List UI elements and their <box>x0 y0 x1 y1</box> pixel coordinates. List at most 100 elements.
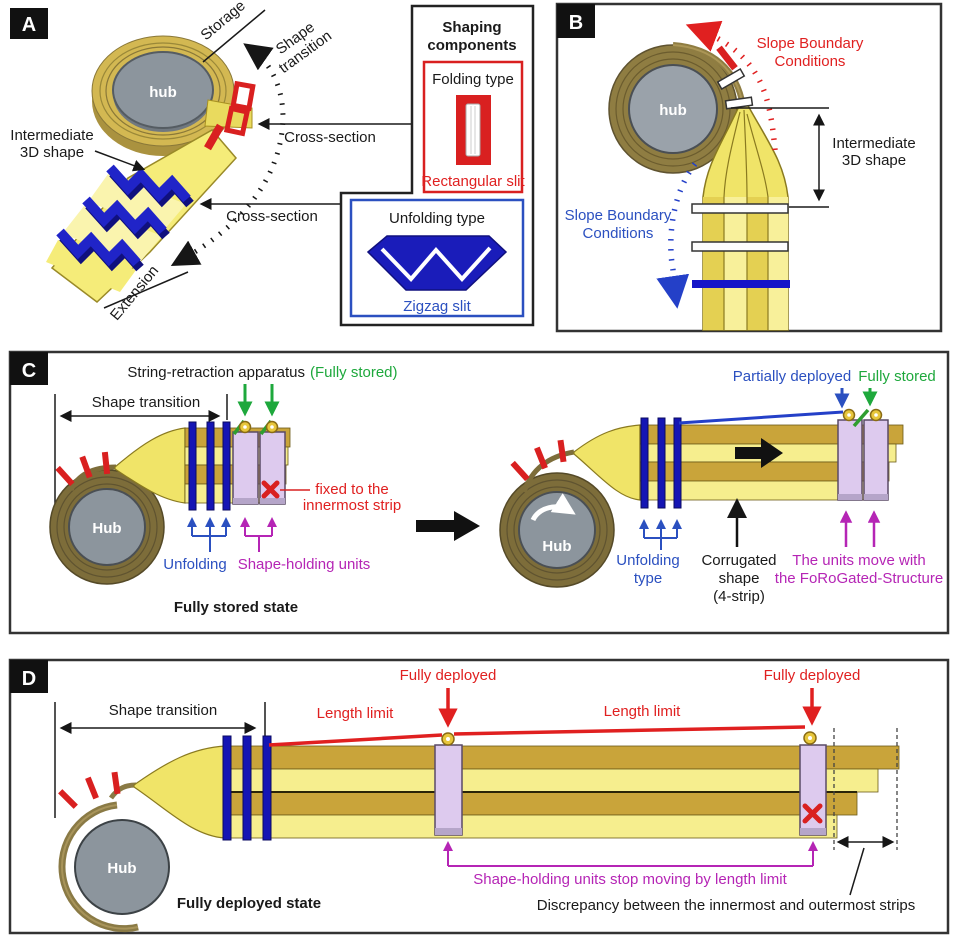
unfolding-bracket-right <box>639 519 682 550</box>
boundary-bars-b <box>691 45 790 288</box>
units-stop-bracket <box>443 841 818 867</box>
svg-text:B: B <box>569 12 583 34</box>
slit-clip-icons-c-left <box>55 451 111 487</box>
folding-type-box <box>422 60 524 194</box>
unfolding-type-title: Unfolding type <box>389 210 485 227</box>
corrugated-label-1: Corrugated <box>701 552 776 569</box>
unfolding-bar <box>657 417 666 509</box>
corrugated-label-2: shape <box>719 570 760 587</box>
slit-clip-icon <box>716 45 738 71</box>
cross-section-bottom-label: Cross-section <box>226 208 318 225</box>
fixed-x-icon <box>802 803 823 824</box>
folding-type-title: Folding type <box>432 71 514 88</box>
storage-label: Storage <box>198 0 249 44</box>
hub-d: Hub <box>58 801 170 933</box>
panel-d-label: D <box>10 660 48 693</box>
strip-assembly-b <box>702 101 789 331</box>
deployed-state-caption: Fully deployed state <box>177 895 321 912</box>
svg-text:A: A <box>22 14 36 36</box>
unfolding-bar <box>262 735 272 841</box>
slit-clip-icons-c-right <box>510 439 567 482</box>
shaping-components-box: Shaping components Folding type Rectangu… <box>339 4 535 327</box>
slope-blue-label-2: Conditions <box>583 225 654 242</box>
panel-b: hub Slope Boundary Conditions <box>555 2 943 333</box>
hub-label: hub <box>659 102 687 119</box>
unfolding-type-label-1: Unfolding <box>616 552 679 569</box>
slit-clip-icons-d <box>58 771 121 809</box>
unfolding-bar <box>206 421 215 511</box>
shaping-title-1: Shaping <box>442 19 501 36</box>
fully-deployed-label-left: Fully deployed <box>400 667 497 684</box>
fully-stored-label: Fully stored <box>858 368 936 385</box>
unfolding-bar <box>242 735 252 841</box>
unfolding-type-label-2: type <box>634 570 662 587</box>
panel-d: Shape transition Hub <box>8 658 950 935</box>
shape-holding-unit-1 <box>434 732 463 836</box>
intermediate-bracket <box>731 107 829 208</box>
shape-holding-unit-2 <box>799 731 827 836</box>
rectangular-slit-icon <box>456 95 491 165</box>
shaping-title-2: components <box>427 37 516 54</box>
unfolding-bar <box>222 421 231 511</box>
length-limit-string-right <box>453 725 806 736</box>
svg-text:D: D <box>22 668 36 690</box>
unfolding-bar <box>188 421 197 511</box>
svg-text:C: C <box>22 360 36 382</box>
title-black: String-retraction apparatus <box>127 364 305 381</box>
partially-deployed-label: Partially deployed <box>733 368 851 385</box>
rotation-arrow-icon <box>530 493 576 522</box>
length-limit-string-left <box>268 733 443 747</box>
units-stop-caption: Shape-holding units stop moving by lengt… <box>473 871 787 888</box>
transition-arrow-icon <box>416 511 480 541</box>
unfolding-bar <box>222 735 232 841</box>
discrepancy-annotation <box>833 728 898 896</box>
blue-bar <box>692 280 790 288</box>
hub-label: Hub <box>92 520 121 537</box>
cross-section-top-label: Cross-section <box>284 129 376 146</box>
length-limit-label-left: Length limit <box>317 705 395 722</box>
zigzag-slit-caption: Zigzag slit <box>403 298 471 315</box>
stored-state-caption: Fully stored state <box>174 599 298 616</box>
length-limit-label-right: Length limit <box>604 703 682 720</box>
shape-transition-label: Shape transition <box>92 394 200 411</box>
zigzag-slit-icon <box>366 235 508 291</box>
intermediate-label-1: Intermediate <box>10 127 93 144</box>
deploy-arrow-icon <box>735 438 783 468</box>
hub-b: hub <box>608 44 738 174</box>
unfolding-bar <box>673 417 682 509</box>
intermediate-label-1: Intermediate <box>832 135 915 152</box>
hub-c-right: Hub <box>499 472 615 588</box>
shape-holding-units-left <box>232 419 286 505</box>
storage-line <box>202 9 266 63</box>
fully-deployed-label-right: Fully deployed <box>764 667 861 684</box>
slope-red-label-1: Slope Boundary <box>757 35 864 52</box>
discrepancy-caption: Discrepancy between the innermost and ou… <box>537 897 916 914</box>
strip-assembly-d <box>133 745 900 839</box>
rectangular-slit-caption: Rectangular slit <box>421 173 525 190</box>
hub-c-left: Hub <box>49 469 165 585</box>
panel-c: String-retraction apparatus (Fully store… <box>8 350 950 635</box>
panel-b-label: B <box>557 4 595 38</box>
panel-a-label: A <box>10 8 48 39</box>
extension-line <box>103 271 189 309</box>
shape-holding-units-label: Shape-holding units <box>238 556 371 573</box>
string-blue <box>678 410 844 425</box>
hub-label: hub <box>149 84 177 101</box>
shape-holding-units-right <box>837 408 889 501</box>
corrugated-label-3: (4-strip) <box>713 588 765 605</box>
intermediate-label-2: 3D shape <box>20 144 84 161</box>
hub-label: Hub <box>107 860 136 877</box>
shape-transition-arc <box>170 43 286 267</box>
hub-label: Hub <box>542 538 571 555</box>
unfolding-label: Unfolding <box>163 556 226 573</box>
units-move-label-1: The units move with <box>792 552 925 569</box>
shape-transition-label: Shape transition <box>109 702 217 719</box>
string-green <box>852 408 870 428</box>
fixed-x-icon <box>261 480 280 499</box>
units-move-label-2: the FoRoGated-Structure <box>775 570 943 587</box>
unfolding-bar <box>640 417 649 509</box>
panel-a: hub Storage <box>10 0 535 327</box>
slope-red-label-2: Conditions <box>775 53 846 70</box>
slope-blue-label-1: Slope Boundary <box>565 207 672 224</box>
